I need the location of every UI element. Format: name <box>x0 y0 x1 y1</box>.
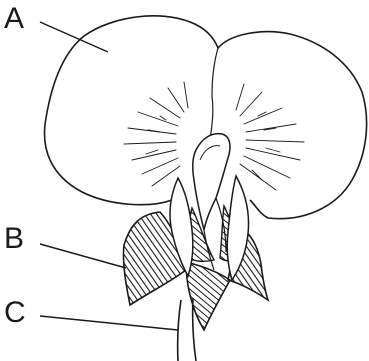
label-b: B <box>4 224 24 254</box>
leader-line-b <box>40 244 126 268</box>
leader-line-c <box>40 316 178 330</box>
label-a: A <box>4 4 24 34</box>
label-c: C <box>4 298 26 328</box>
